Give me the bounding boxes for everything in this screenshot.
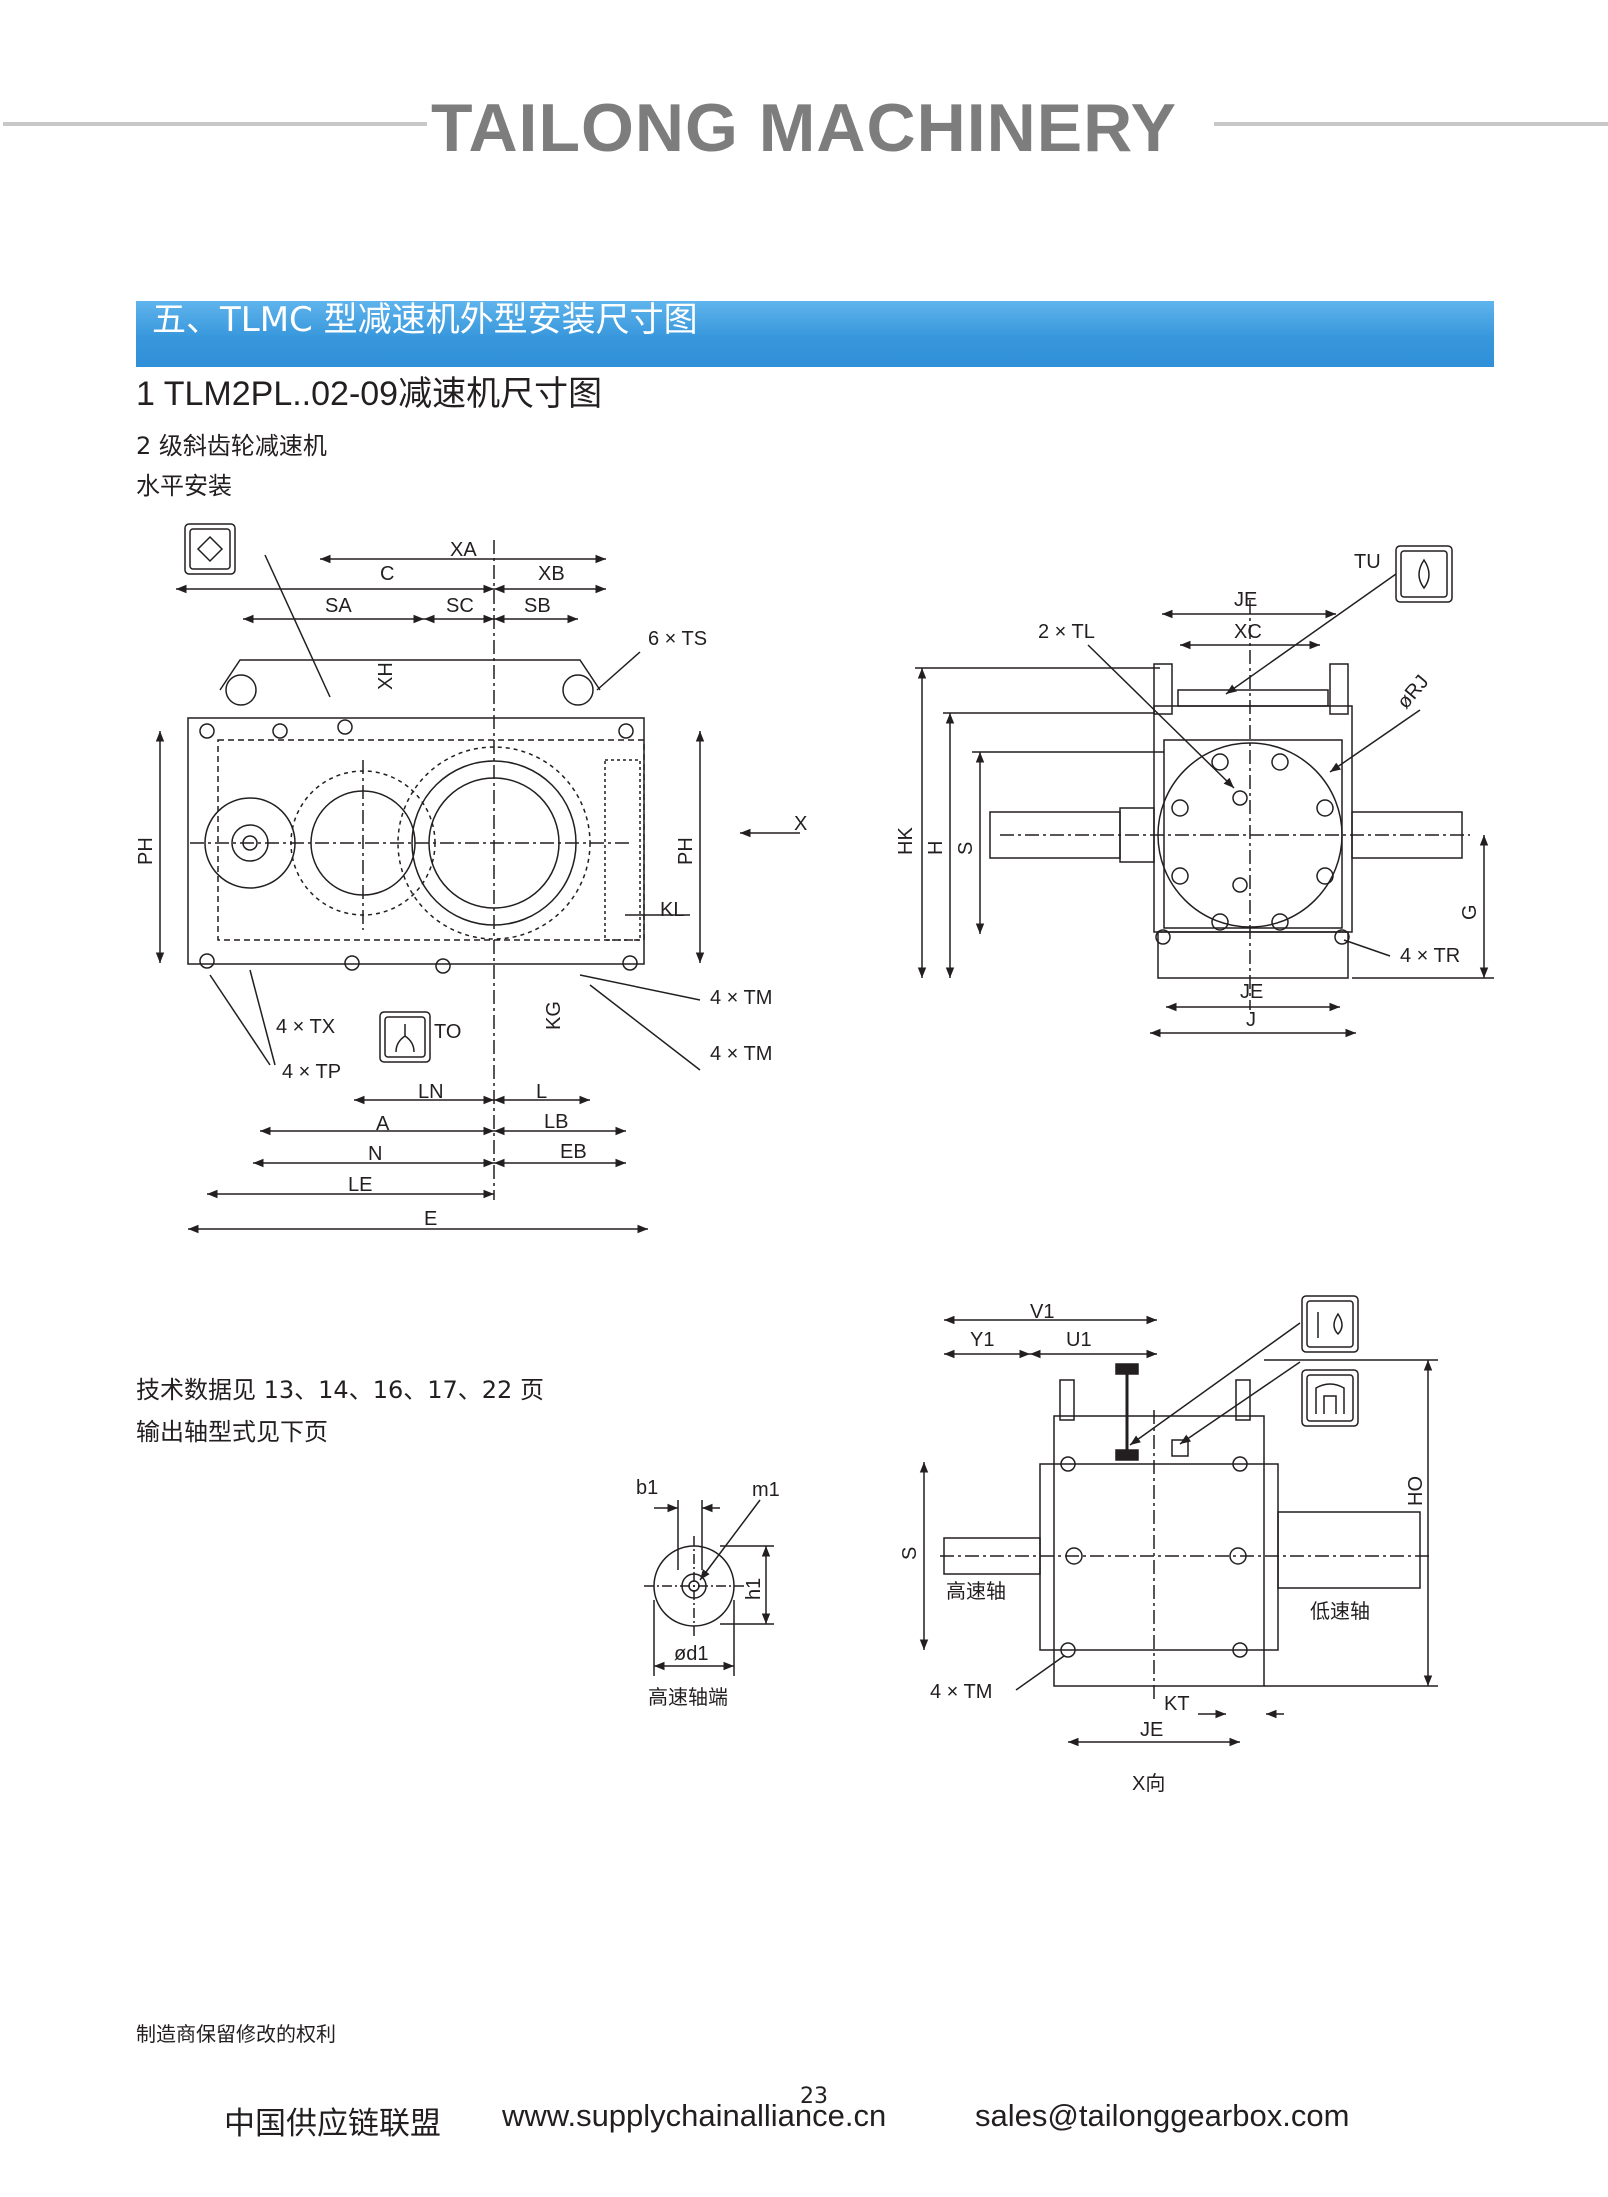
label-le: LE [348, 1174, 372, 1196]
label-s-top: S [899, 1547, 921, 1560]
desc-line-1: 2 级斜齿轮减速机 [136, 432, 327, 460]
label-6ts: 6 × TS [648, 628, 707, 650]
label-je-x: JE [1140, 1719, 1163, 1741]
drawing-subtitle: 1 TLM2PL..02-09减速机尺寸图 [136, 375, 603, 413]
label-je-bottom: JE [1240, 981, 1263, 1003]
label-l: L [536, 1081, 547, 1103]
label-b1: b1 [636, 1477, 658, 1499]
top-view [940, 1363, 1430, 1700]
top-dimensions [919, 1315, 1438, 1747]
label-e: E [424, 1208, 437, 1230]
label-tu: TU [1354, 551, 1381, 573]
front-view [187, 540, 645, 1200]
front-labels: XA C XB SA SC SB 6 × TS XH X PH PH KL 4 … [135, 539, 807, 1230]
label-xc: XC [1234, 621, 1262, 643]
header-rule-left [3, 122, 427, 126]
label-c: C [380, 563, 394, 585]
label-4tp: 4 × TP [282, 1061, 341, 1083]
shaft-labels: b1 m1 h1 ød1 高速轴端 [636, 1477, 780, 1709]
header-rule-right [1214, 122, 1608, 126]
footer-org: 中国供应链联盟 [224, 2106, 441, 2141]
label-4tr: 4 × TR [1400, 945, 1460, 967]
label-eb: EB [560, 1141, 587, 1163]
oil-fill-icon [1395, 545, 1453, 603]
top-labels: V1 Y1 U1 S HO 高速轴 低速轴 4 × TM KT JE X向 [899, 1301, 1427, 1795]
label-x: X [794, 813, 807, 835]
label-sb: SB [524, 595, 551, 617]
label-2tl: 2 × TL [1038, 621, 1095, 643]
label-xa: XA [450, 539, 477, 561]
oil-drain-icon [379, 1011, 431, 1063]
page-number: 23 [800, 2084, 828, 2109]
label-ho: HO [1405, 1476, 1427, 1506]
label-j: J [1246, 1009, 1256, 1031]
notes-line-1: 技术数据见 13、14、16、17、22 页 [136, 1376, 544, 1404]
vent-plug-icon [1301, 1369, 1359, 1427]
label-ln: LN [418, 1081, 444, 1103]
footer-url: www.supplychainalliance.cn [502, 2098, 887, 2133]
oil-level-icon [1301, 1295, 1359, 1353]
label-4tm-b: 4 × TM [710, 1043, 772, 1065]
label-d1: ød1 [674, 1643, 708, 1665]
label-4tm-a: 4 × TM [710, 987, 772, 1009]
shaft-end-view [644, 1499, 774, 1676]
label-sa: SA [325, 595, 352, 617]
side-view [989, 600, 1470, 1010]
brand-title: TAILONG MACHINERY [430, 90, 1178, 166]
front-dimensions [155, 554, 800, 1234]
label-u1: U1 [1066, 1329, 1092, 1351]
label-s-side: S [955, 842, 977, 855]
label-rj: øRJ [1393, 671, 1433, 713]
side-dimensions [915, 573, 1494, 1038]
label-hk: HK [895, 827, 917, 855]
label-to: TO [434, 1021, 461, 1043]
footer-email: sales@tailonggearbox.com [975, 2098, 1350, 2133]
label-ph-left: PH [135, 837, 157, 865]
label-m1: m1 [752, 1479, 780, 1501]
label-h: H [925, 841, 947, 855]
label-a: A [376, 1113, 390, 1135]
label-kl: KL [660, 899, 684, 921]
label-ph-right: PH [675, 837, 697, 865]
label-n: N [368, 1143, 382, 1165]
label-4tm-top: 4 × TM [930, 1681, 992, 1703]
label-xh: XH [375, 662, 397, 690]
label-x-direction: X向 [1132, 1772, 1165, 1795]
label-4tx: 4 × TX [276, 1016, 335, 1038]
section-band [136, 301, 1494, 367]
label-hs-end: 高速轴端 [648, 1686, 728, 1709]
section-title: 五、TLMC 型减速机外型安装尺寸图 [152, 300, 698, 340]
desc-line-2: 水平安装 [136, 472, 232, 500]
notes-line-2: 输出轴型式见下页 [136, 1418, 328, 1446]
label-sc: SC [446, 595, 474, 617]
side-labels: TU JE 2 × TL XC øRJ HK H S G 4 × TR JE J [895, 551, 1481, 1031]
label-lb: LB [544, 1111, 568, 1133]
disclaimer: 制造商保留修改的权利 [136, 2022, 336, 2046]
label-je-top: JE [1234, 589, 1257, 611]
breather-icon [184, 523, 236, 575]
label-kg: KG [543, 1001, 565, 1030]
label-high-speed-shaft: 高速轴 [946, 1580, 1006, 1603]
label-xb: XB [538, 563, 565, 585]
label-low-speed-shaft: 低速轴 [1310, 1600, 1370, 1623]
label-g: G [1459, 904, 1481, 920]
label-y1: Y1 [970, 1329, 994, 1351]
label-h1: h1 [743, 1578, 765, 1600]
label-kt: KT [1164, 1693, 1190, 1715]
label-v1: V1 [1030, 1301, 1054, 1323]
